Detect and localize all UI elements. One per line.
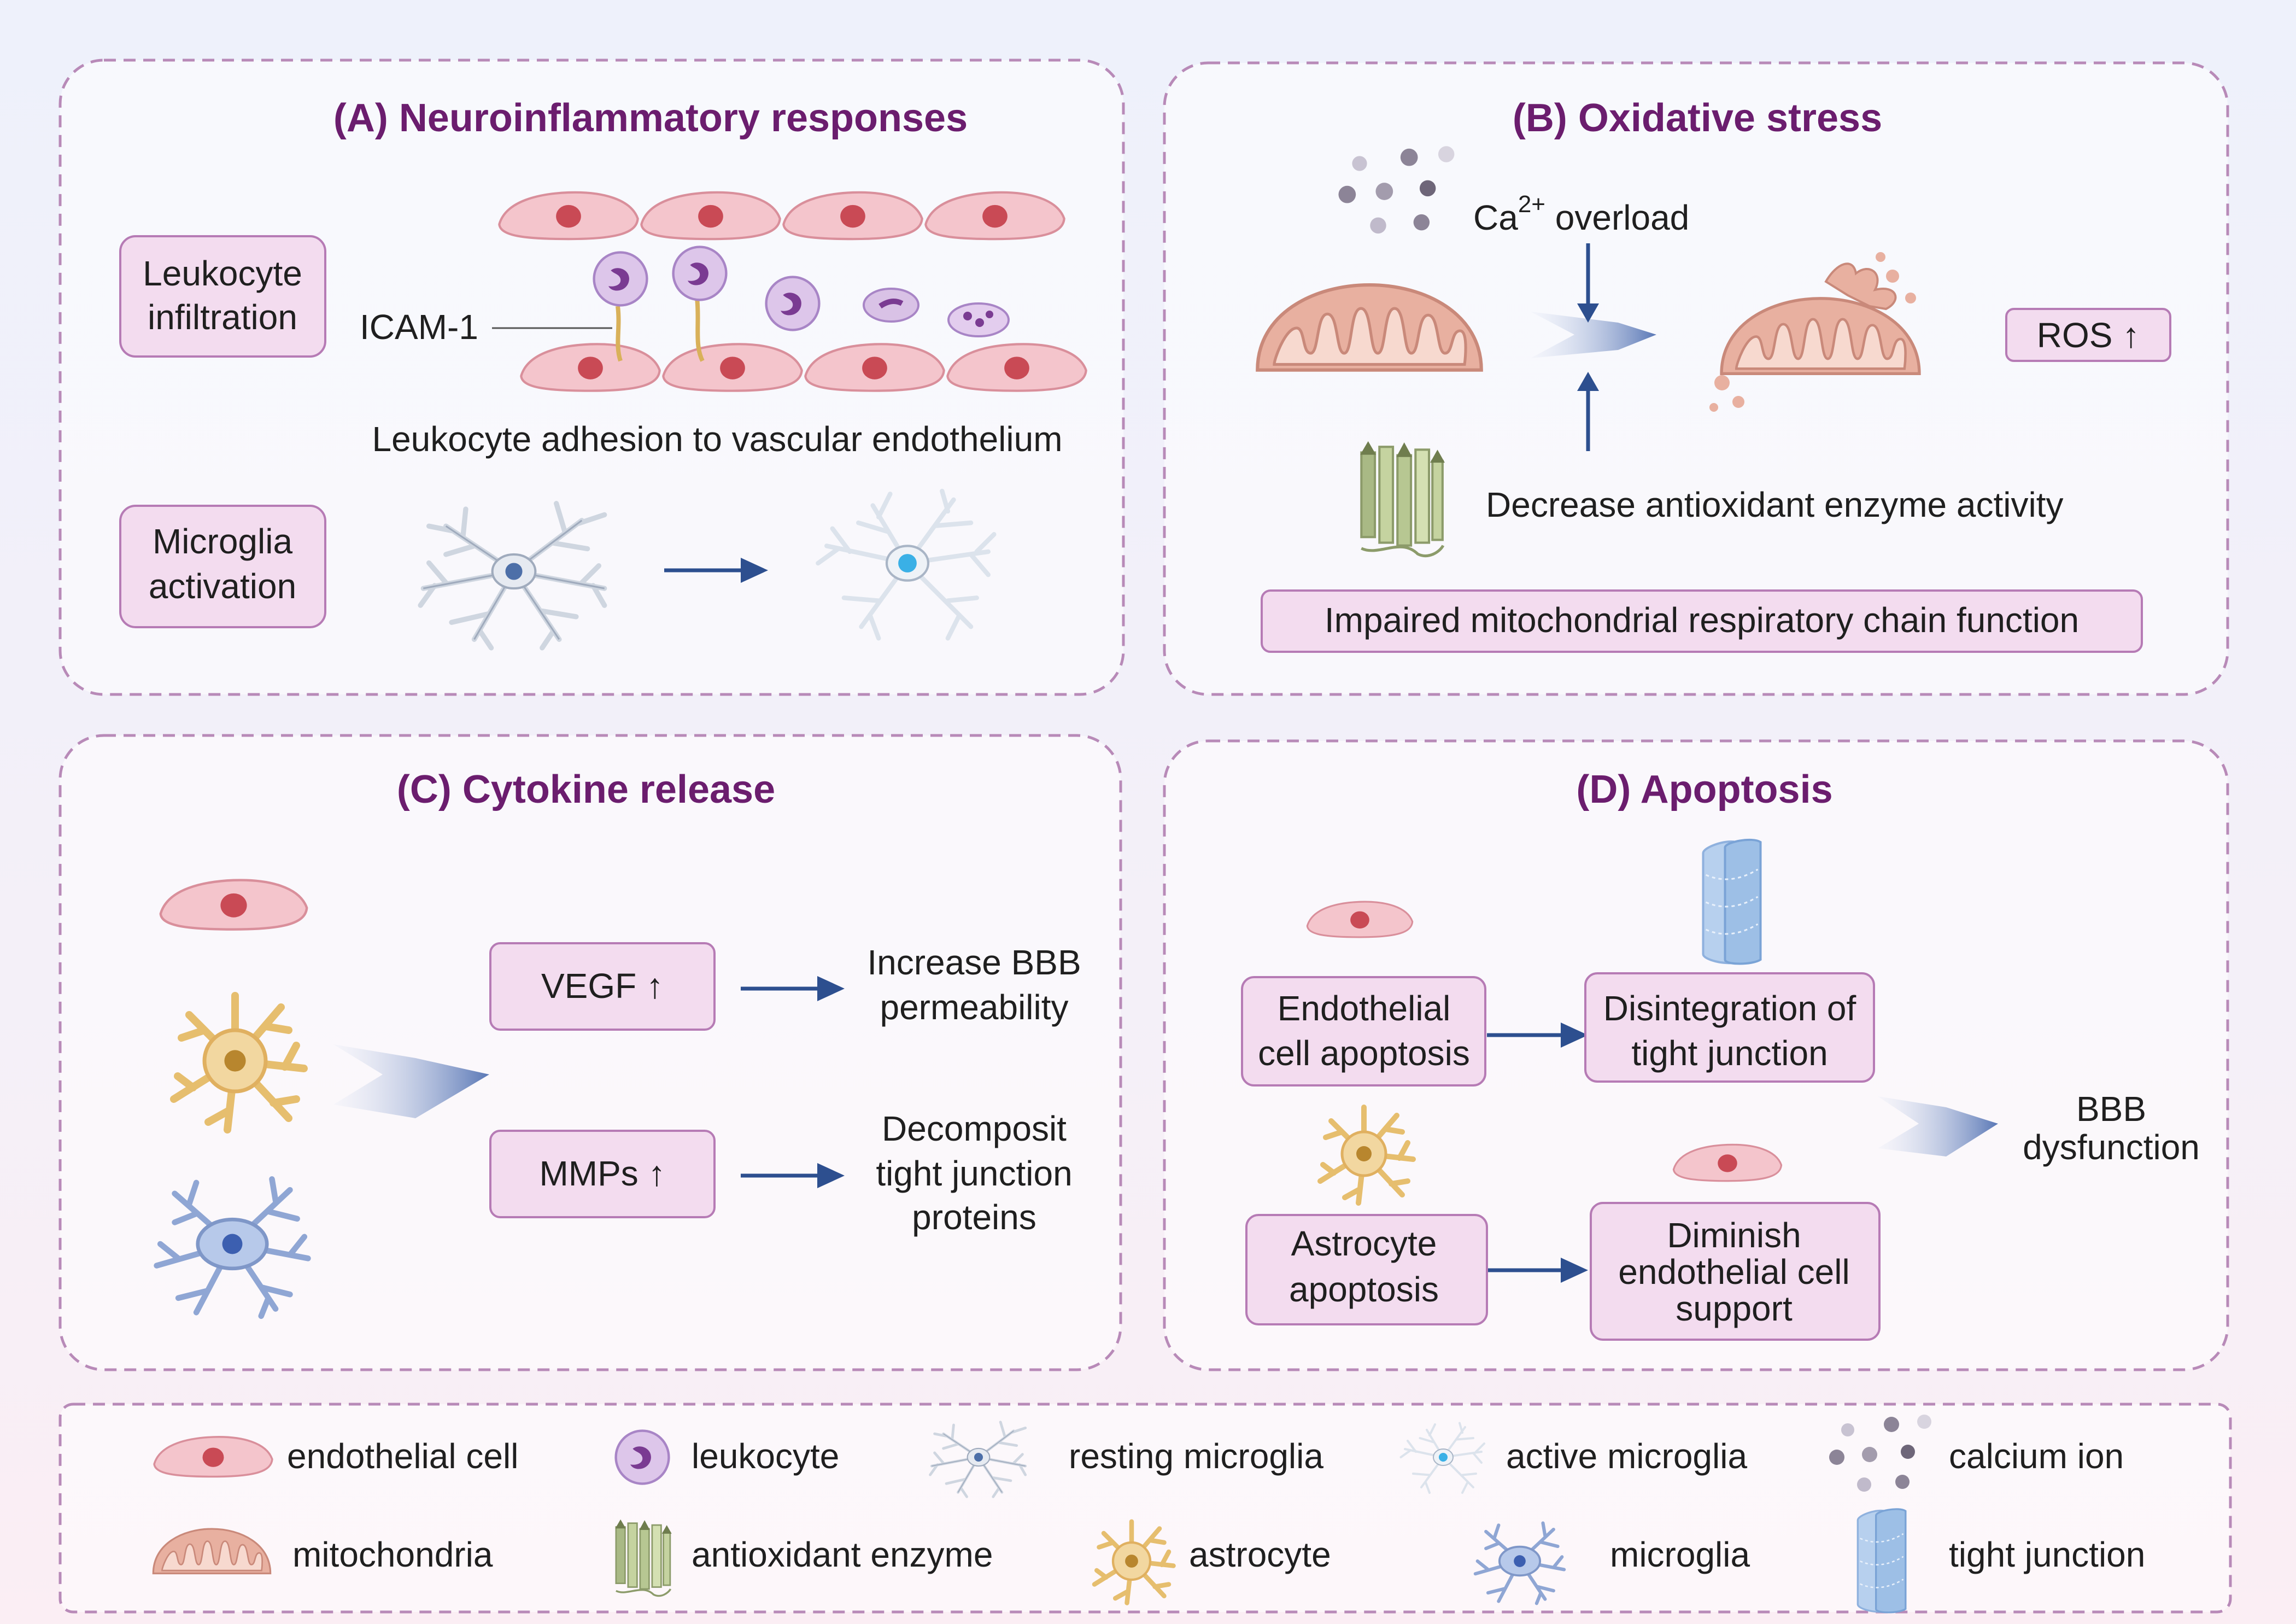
legend-label: calcium ion — [1949, 1436, 2124, 1476]
respiratory-chain-box — [1261, 589, 2143, 653]
bbb-dysfunction-line1: BBB — [2076, 1089, 2146, 1129]
endothelial-apoptosis-line1: Endothelial — [1278, 989, 1451, 1028]
panel-b-frame — [1163, 61, 2229, 696]
panel-a-title: (A) Neuroinflammatory responses — [333, 96, 968, 140]
legend-frame — [58, 1403, 2232, 1614]
dysfunction-arrow — [1878, 1096, 1998, 1156]
leukocyte-icon — [766, 277, 819, 330]
leukocyte-infiltration-line1: Leukocyte — [143, 254, 302, 293]
diminish-support-box — [1590, 1202, 1881, 1341]
ros-box — [2005, 308, 2171, 362]
legend-label: active microglia — [1506, 1436, 1747, 1476]
icam-stalk — [695, 297, 705, 362]
legend-label: endothelial cell — [287, 1436, 518, 1476]
panel-d-title: (D) Apoptosis — [1576, 768, 1832, 811]
bbb-dysfunction-line2: dysfunction — [2023, 1128, 2200, 1167]
damaged-mitochondria-icon — [1709, 252, 1919, 412]
respiratory-chain-label: Impaired mitochondrial respiratory chain… — [1325, 600, 2079, 640]
endothelial-apoptosis-box — [1241, 976, 1486, 1086]
leukocyte-icon — [673, 247, 727, 300]
mmps-label: MMPs ↑ — [539, 1154, 665, 1193]
mmps-effect-line1: Decomposit — [882, 1109, 1067, 1148]
leukocyte-icon — [863, 288, 919, 323]
transition-arrow — [1531, 312, 1656, 358]
legend-label: mitochondria — [292, 1535, 493, 1574]
ros-label: ROS ↑ — [2037, 316, 2140, 355]
leukocyte-icon — [594, 253, 647, 306]
disintegration-line2: tight junction — [1631, 1033, 1828, 1073]
panel-a: (A) Neuroinflammatory responses Leukocyt… — [58, 59, 1125, 696]
microglia-activation-box — [119, 505, 326, 628]
endothelial-apoptosis-line2: cell apoptosis — [1258, 1033, 1470, 1073]
legend-label: tight junction — [1949, 1535, 2145, 1574]
antioxidant-decrease-label: Decrease antioxidant enzyme activity — [1486, 485, 2064, 524]
mmps-effect-line2: tight junction — [876, 1154, 1072, 1193]
legend-label: astrocyte — [1189, 1535, 1331, 1574]
vegf-box — [489, 942, 716, 1031]
panel-d: (D) Apoptosis Endothelial cell apoptosis… — [1163, 739, 2229, 1371]
legend-label: leukocyte — [692, 1436, 839, 1476]
disintegration-box — [1584, 972, 1875, 1083]
leukocyte-infiltration-line2: infiltration — [148, 297, 297, 337]
diminish-line3: support — [1676, 1289, 1793, 1328]
vegf-label: VEGF ↑ — [541, 966, 664, 1006]
leukocyte-icon — [616, 1431, 669, 1484]
legend-label: antioxidant enzyme — [692, 1535, 993, 1574]
tight-junction-icon — [1703, 840, 1761, 964]
panel-c-title: (C) Cytokine release — [397, 768, 775, 811]
panel-c-frame — [58, 734, 1122, 1371]
mmps-box — [489, 1130, 716, 1218]
tight-junction-icon — [1856, 1508, 1907, 1614]
astrocyte-apoptosis-line2: apoptosis — [1289, 1270, 1439, 1309]
vegf-effect-line1: Increase BBB — [867, 943, 1081, 982]
legend-label: resting microglia — [1069, 1436, 1323, 1476]
microglia-activation-line2: activation — [149, 566, 296, 606]
legend-label: microglia — [1610, 1535, 1750, 1574]
astrocyte-apoptosis-line1: Astrocyte — [1291, 1224, 1437, 1263]
leukocyte-infiltration-box — [119, 235, 326, 358]
panel-b-title: (B) Oxidative stress — [1513, 96, 1882, 140]
astrocyte-apoptosis-box — [1245, 1214, 1488, 1325]
panel-c: (C) Cytokine release VEGF ↑ Increase BBB… — [58, 734, 1122, 1371]
adhesion-caption: Leukocyte adhesion to vascular endotheli… — [372, 419, 1062, 459]
cytokine-arrow — [333, 1044, 489, 1118]
icam-1-label: ICAM-1 — [360, 307, 478, 347]
legend: endothelial cell leukocyte resting micro… — [58, 1403, 2232, 1614]
disintegration-line1: Disintegration of — [1603, 989, 1856, 1028]
vegf-effect-line2: permeability — [880, 988, 1068, 1027]
diminish-line1: Diminish — [1667, 1216, 1801, 1255]
calcium-overload-label: Ca2+ overload — [1473, 191, 1689, 237]
diminish-line2: endothelial cell — [1618, 1252, 1849, 1292]
panel-b: (B) Oxidative stress Ca2+ overload ROS ↑… — [1163, 61, 2229, 696]
mmps-effect-line3: proteins — [912, 1197, 1036, 1237]
icam-stalk — [616, 306, 623, 362]
microglia-activation-line1: Microglia — [153, 522, 292, 561]
